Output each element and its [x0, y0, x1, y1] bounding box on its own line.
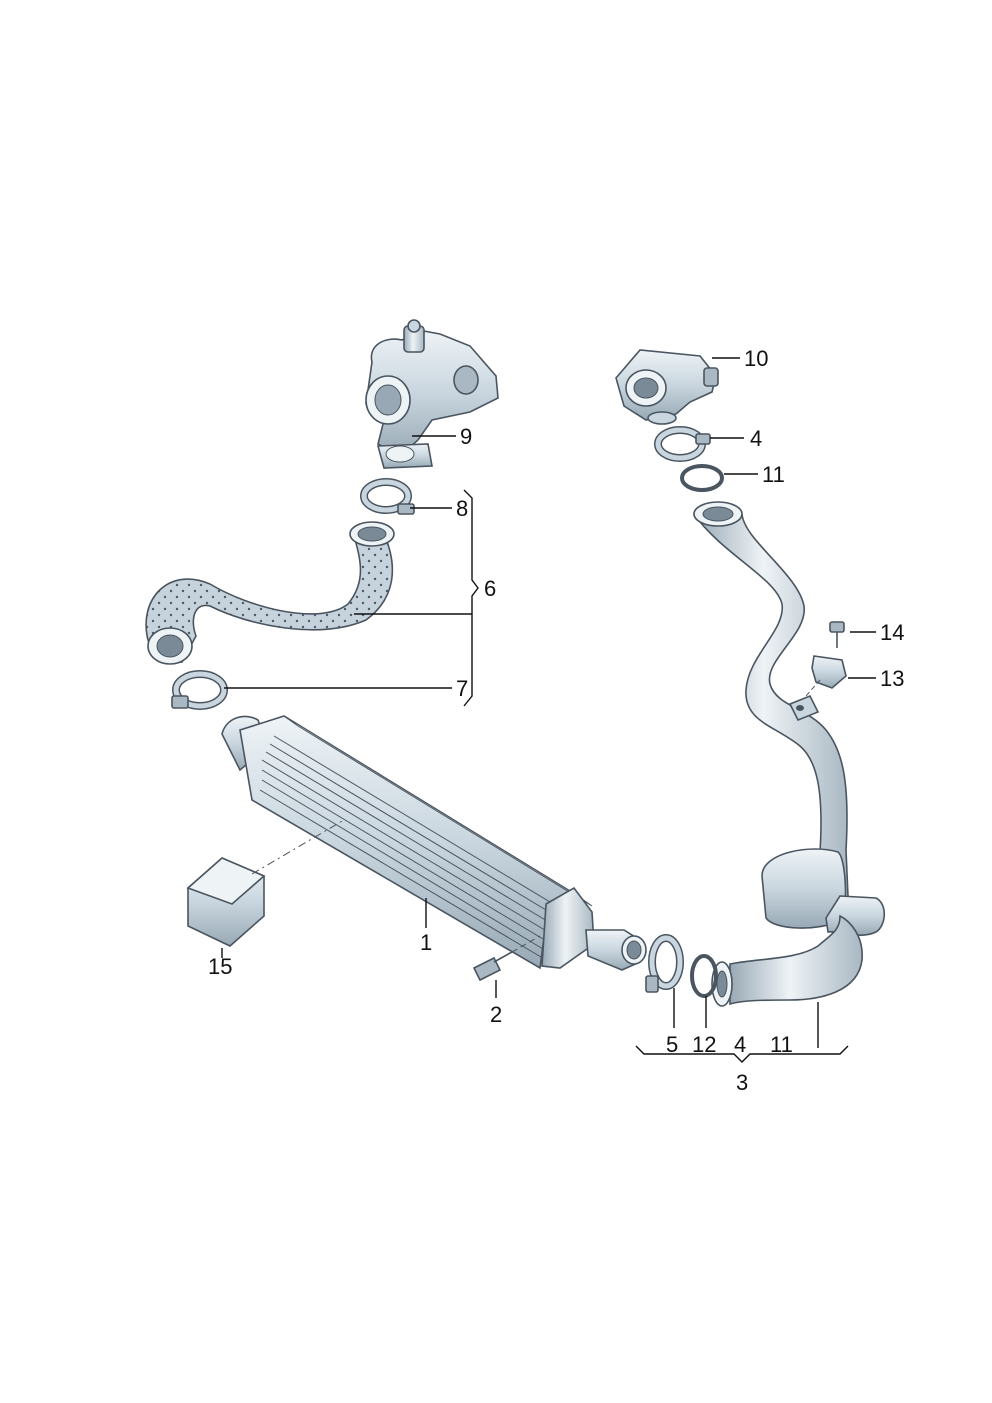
- hose-clamp-lower: [171, 670, 228, 710]
- callout-1: 1: [420, 930, 432, 955]
- callout-4-lower: 4: [734, 1032, 746, 1057]
- seal-ring-lower: [690, 954, 718, 998]
- bracket: [186, 819, 345, 947]
- callout-15: 15: [208, 954, 232, 979]
- bolt-lower: [472, 935, 541, 982]
- callout-11-upper: 11: [762, 462, 785, 487]
- callout-7: 7: [456, 676, 468, 701]
- callout-9: 9: [460, 424, 472, 449]
- pressure-sensor: [805, 655, 847, 697]
- callout-11-lower: 11: [770, 1032, 793, 1057]
- hose-clamp-right-lower: [645, 934, 684, 993]
- callout-8: 8: [456, 496, 468, 521]
- leader-lines: [221, 357, 876, 1063]
- charge-air-hose-upper: [145, 521, 395, 665]
- callout-10: 10: [744, 346, 768, 371]
- turbocharger: [365, 319, 499, 469]
- throttle-valve: [615, 349, 719, 425]
- callout-12: 12: [692, 1032, 716, 1057]
- hose-clamp-right-upper: [654, 426, 711, 462]
- charge-air-pipe-right: [693, 501, 886, 1007]
- callout-4-upper: 4: [750, 426, 762, 451]
- hose-clamp-upper: [360, 478, 415, 515]
- callout-6: 6: [484, 576, 496, 601]
- seal-ring-upper: [680, 464, 724, 492]
- callout-3: 3: [736, 1070, 748, 1095]
- callout-13: 13: [880, 666, 904, 691]
- intercooler: [221, 715, 647, 971]
- callouts: 9 8 6 7 10 4 11 14 13 1 15 2 5 12 4 11 3: [208, 346, 904, 1095]
- callout-14: 14: [880, 620, 904, 645]
- bolt-upper: [829, 621, 845, 648]
- callout-2: 2: [490, 1002, 502, 1027]
- callout-5: 5: [666, 1032, 678, 1057]
